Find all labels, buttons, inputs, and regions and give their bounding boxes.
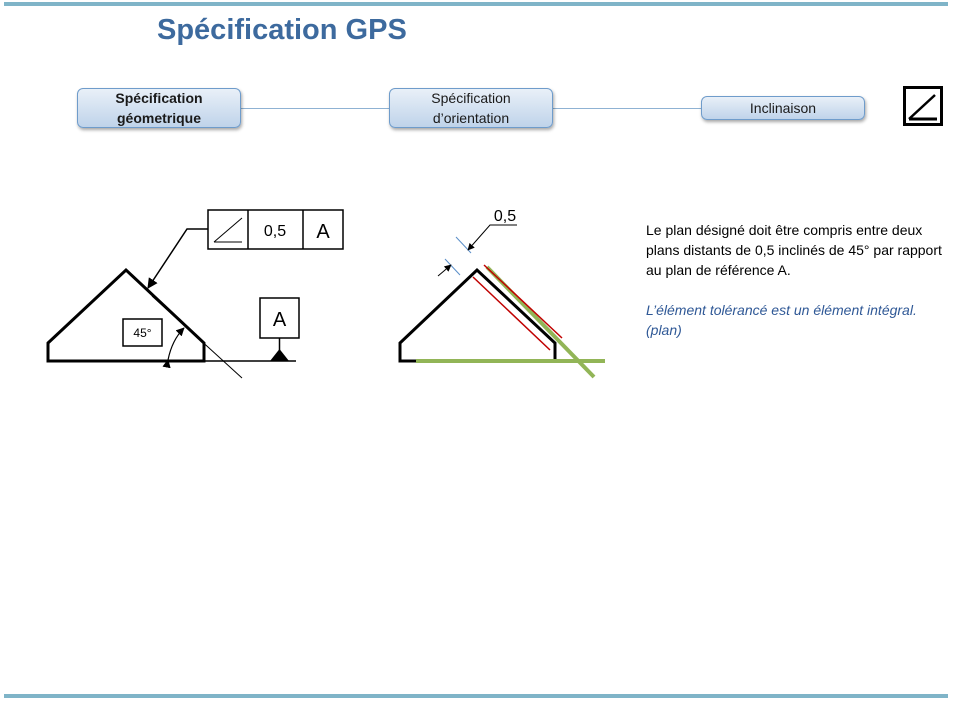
datum-label: A xyxy=(273,309,287,331)
dimension-arrow xyxy=(437,264,452,277)
description-text: Le plan désigné doit être compris entre … xyxy=(646,222,942,278)
angularity-icon xyxy=(213,217,243,243)
bottom-border xyxy=(4,694,948,698)
dimension-leader xyxy=(467,224,517,251)
description-note: L’élément tolérancé est un élément intég… xyxy=(646,302,917,338)
frame-tolerance: 0,5 xyxy=(264,223,286,240)
description: Le plan désigné doit être compris entre … xyxy=(646,220,951,340)
extension-line xyxy=(151,295,243,379)
flow-connector xyxy=(241,108,389,109)
flow-node-orientation-spec[interactable]: Spécification d’orientation xyxy=(389,88,553,128)
part-outline xyxy=(46,267,206,363)
angle-label: 45° xyxy=(133,326,151,340)
left-drawing: 0,5 A A 45° xyxy=(46,209,344,379)
part-outline xyxy=(398,267,557,363)
flow-node-geometric-spec[interactable]: Spécification géometrique xyxy=(77,88,241,128)
feature-control-frame: 0,5 A xyxy=(207,209,344,250)
dimension-extension xyxy=(455,236,472,254)
page-title: Spécification GPS xyxy=(157,14,407,46)
tolerance-zone-lower xyxy=(472,276,551,351)
angle-arc xyxy=(162,327,185,369)
right-drawing: 0,5 xyxy=(398,208,605,379)
datum-box xyxy=(259,297,300,339)
frame-datum: A xyxy=(316,221,330,243)
tolerance-label: 0,5 xyxy=(494,208,516,225)
tolerance-zone-upper xyxy=(483,264,563,339)
angularity-symbol-box xyxy=(903,86,943,126)
angularity-icon xyxy=(908,94,937,121)
datum-triangle xyxy=(270,349,289,361)
flow-connector xyxy=(553,108,701,109)
top-border xyxy=(4,2,948,6)
leader-arrow xyxy=(147,228,208,289)
datum-feature-a: A xyxy=(259,297,300,361)
flow-node-inclination[interactable]: Inclinaison xyxy=(701,96,865,120)
angle-dimension: 45° xyxy=(122,318,185,369)
dimension-extension xyxy=(444,258,461,276)
angle-box xyxy=(122,318,163,347)
